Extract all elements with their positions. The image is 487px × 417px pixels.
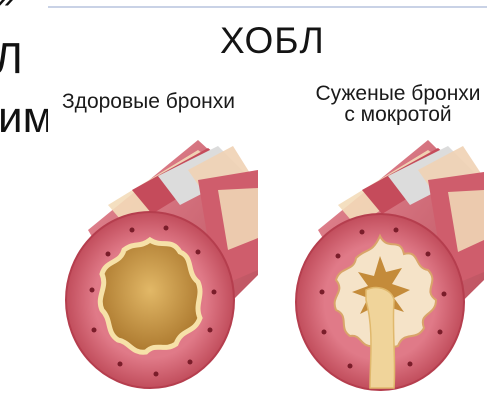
narrowed-bronchus (296, 140, 484, 390)
copd-illustration: ХОБЛ Здоровые бронхи Суженые бронхи с мо… (48, 0, 487, 417)
bronchi-artwork (48, 0, 487, 417)
mucus-plug (366, 288, 395, 388)
healthy-bronchus (66, 140, 258, 388)
slide-text-fragment-3: им (0, 93, 53, 143)
slide-text-fragment-2: Л (0, 34, 23, 84)
slide-text-fragment-1: » (0, 0, 15, 17)
